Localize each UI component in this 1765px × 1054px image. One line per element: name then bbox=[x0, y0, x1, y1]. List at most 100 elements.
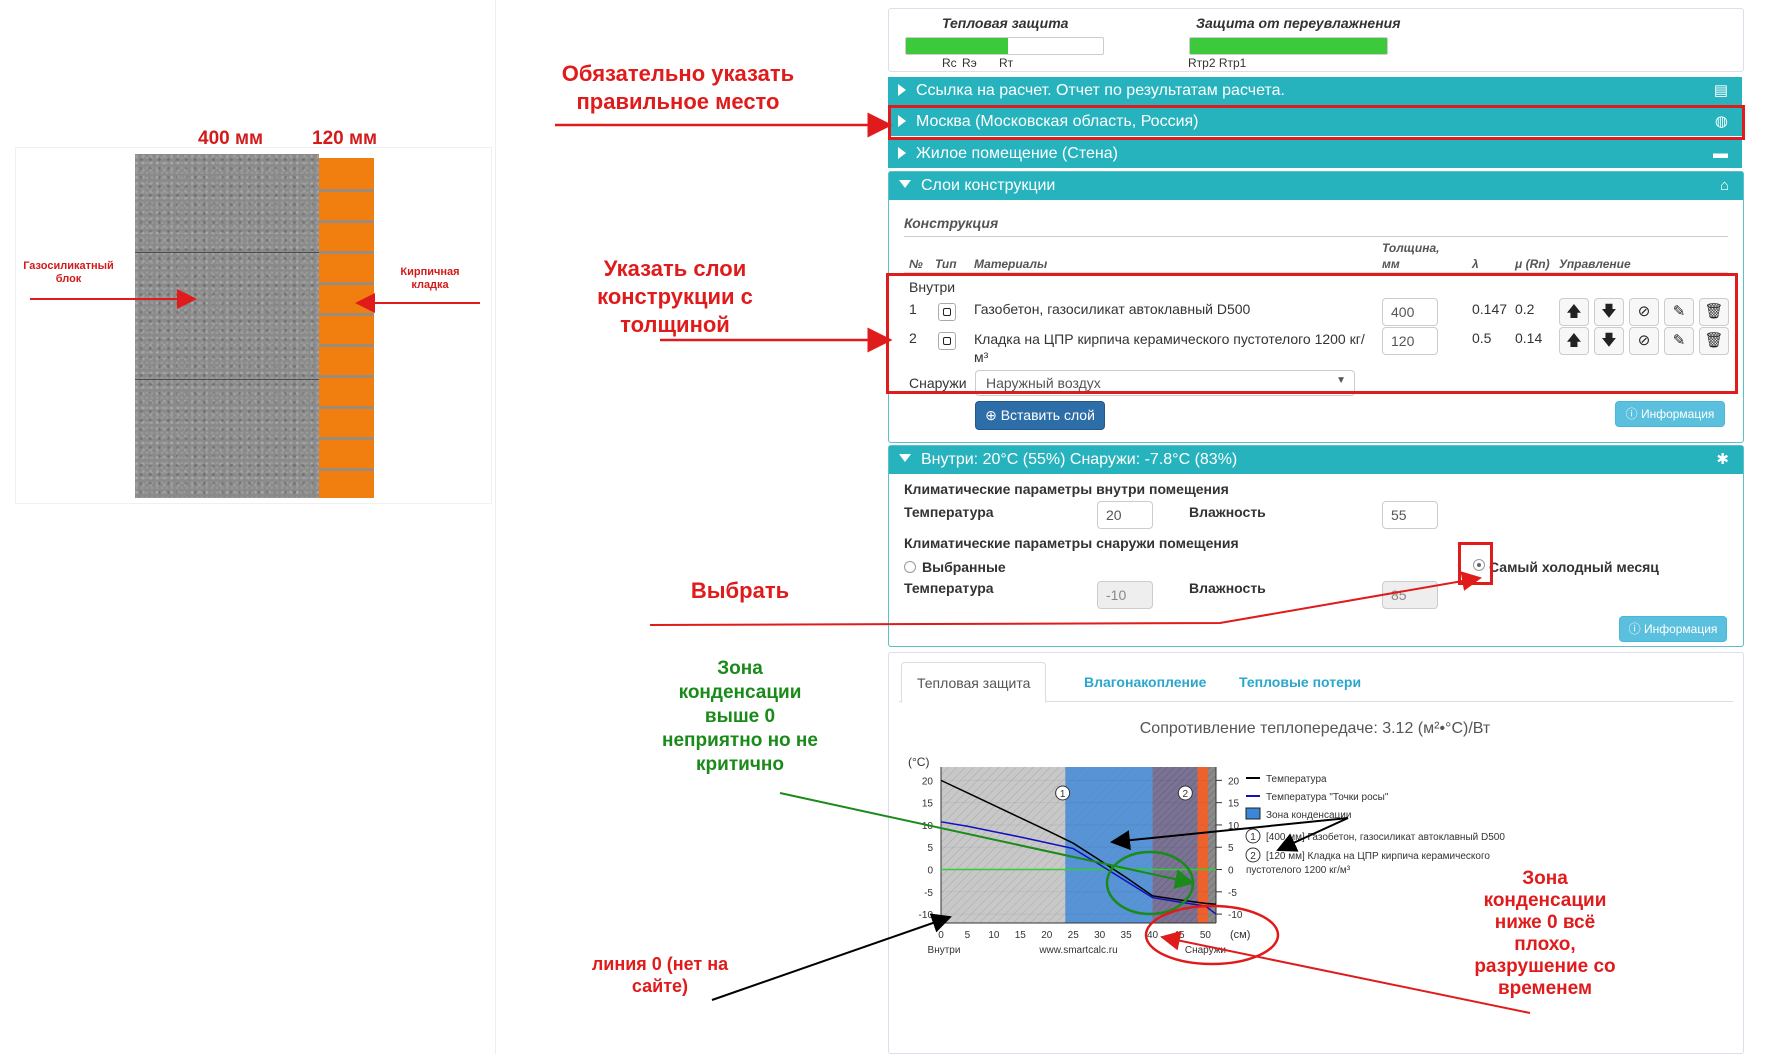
inside-hum-label: Влажность bbox=[1189, 504, 1266, 520]
tabs-rule bbox=[899, 701, 1733, 702]
outside-temp-input[interactable]: -10 bbox=[1097, 581, 1153, 609]
col-no: № bbox=[909, 257, 923, 271]
outside-select-value: Наружный воздух bbox=[986, 375, 1101, 391]
climate-info-button[interactable]: ⓘ Информация bbox=[1619, 616, 1727, 642]
col-type: Тип bbox=[935, 257, 957, 271]
info-button[interactable]: ⓘ Информация bbox=[1615, 401, 1725, 427]
outside-hum-label: Влажность bbox=[1189, 580, 1266, 596]
globe-icon: ◍ bbox=[1714, 113, 1728, 130]
layer-thickness-input[interactable]: 120 bbox=[1382, 327, 1438, 355]
move-up-button[interactable]: 🡅 bbox=[1559, 298, 1589, 326]
room-bar[interactable]: Жилое помещение (Стена) ▬ bbox=[888, 140, 1742, 168]
y-tick-label-right: 10 bbox=[1228, 821, 1240, 832]
delete-button[interactable]: 🗑 bbox=[1699, 327, 1729, 355]
layer-type-toggle[interactable] bbox=[938, 303, 956, 321]
move-down-button[interactable]: 🡇 bbox=[1594, 327, 1624, 355]
inside-hum-input[interactable]: 55 bbox=[1382, 501, 1438, 529]
brick-stripe bbox=[1197, 767, 1209, 923]
block-seam bbox=[135, 252, 319, 253]
insert-layer-button[interactable]: ⊕ Вставить слой bbox=[975, 401, 1105, 430]
inside-label: Внутри bbox=[909, 279, 956, 295]
y-tick-label-right: -10 bbox=[1228, 910, 1243, 921]
annotation-place: Обязательно указать правильное место bbox=[561, 61, 795, 114]
plus-icon: ⊕ bbox=[985, 407, 997, 423]
brick-seam bbox=[319, 189, 374, 192]
y-tick-label: 0 bbox=[927, 866, 933, 877]
layers-bar-label: Слои конструкции bbox=[921, 177, 1056, 194]
arrow-choose bbox=[649, 571, 1482, 626]
climate-panel: Внутри: 20°C (55%) Снаружи: -7.8°C (83%)… bbox=[888, 445, 1744, 647]
layer-material: Кладка на ЦПР кирпича керамического пуст… bbox=[974, 331, 1365, 365]
x-tick-label: 40 bbox=[1147, 930, 1159, 941]
brick-layer bbox=[319, 158, 374, 498]
layer-no: 2 bbox=[909, 330, 917, 346]
tab-heat-loss[interactable]: Тепловые потери bbox=[1239, 674, 1362, 690]
x-tick-label: 30 bbox=[1094, 930, 1106, 941]
col-lambda: λ bbox=[1472, 257, 1479, 271]
edit-button[interactable]: ✎ bbox=[1664, 327, 1694, 355]
delete-button[interactable]: 🗑 bbox=[1699, 298, 1729, 326]
climate-bar[interactable]: Внутри: 20°C (55%) Снаружи: -7.8°C (83%)… bbox=[889, 446, 1743, 474]
layer-type-toggle[interactable] bbox=[938, 332, 956, 350]
inside-temp-input[interactable]: 20 bbox=[1097, 501, 1153, 529]
legend-layer1-num: 1 bbox=[1250, 832, 1256, 843]
illustration-arrows bbox=[30, 289, 480, 313]
annotation-choose: Выбрать bbox=[690, 578, 790, 603]
annotation-zone-below: Зона конденсации ниже 0 всё плохо, разру… bbox=[1474, 868, 1616, 999]
tab-moisture[interactable]: Влагонакопление bbox=[1084, 674, 1207, 690]
arrow-zone-above bbox=[779, 792, 1195, 889]
move-down-button[interactable]: 🡇 bbox=[1594, 298, 1624, 326]
x-tick-label: 20 bbox=[1041, 930, 1053, 941]
move-up-button[interactable]: 🡅 bbox=[1559, 327, 1589, 355]
x-right-label: Снаружи bbox=[1185, 945, 1226, 956]
collapse-icon bbox=[899, 454, 911, 462]
outside-temp-label: Температура bbox=[904, 580, 994, 596]
report-bar[interactable]: Ссылка на расчет. Отчет по результатам р… bbox=[888, 77, 1742, 105]
outside-climate-heading: Климатические параметры снаружи помещени… bbox=[904, 535, 1239, 551]
layer-number: 2 bbox=[1183, 789, 1189, 800]
x-left-label: Внутри bbox=[928, 945, 961, 956]
gauge-tick-rt: Rт bbox=[999, 56, 1014, 70]
legend-layer1-circle bbox=[1245, 828, 1261, 844]
climate-bar-label: Внутри: 20°C (55%) Снаружи: -7.8°C (83%) bbox=[921, 451, 1238, 468]
construction-heading: Конструкция bbox=[904, 215, 999, 231]
y-axis-label: (°С) bbox=[908, 755, 929, 769]
home-icon: ⌂ bbox=[1719, 177, 1729, 194]
x-tick-label: 25 bbox=[1068, 930, 1080, 941]
layer-lambda: 0.147 bbox=[1472, 301, 1508, 317]
layer-thickness-input[interactable]: 400 bbox=[1382, 298, 1438, 326]
brick-seam bbox=[319, 375, 374, 378]
gauge-tick-re: Rэ bbox=[962, 56, 977, 70]
radio-cold-month[interactable] bbox=[1473, 559, 1485, 571]
brick-seam bbox=[319, 220, 374, 223]
layer-material: Газобетон, газосиликат автоклавный D500 bbox=[974, 301, 1251, 317]
check-button[interactable]: ⊘ bbox=[1629, 298, 1659, 326]
col-mu: μ (Rn) bbox=[1515, 257, 1550, 271]
moisture-gauge-fill bbox=[1190, 38, 1387, 54]
snowflake-icon: ✱ bbox=[1716, 451, 1729, 468]
layer-lambda: 0.5 bbox=[1472, 330, 1492, 346]
x-tick-label: 0 bbox=[938, 930, 944, 941]
edit-button[interactable]: ✎ bbox=[1664, 298, 1694, 326]
layer-number-circle bbox=[1055, 785, 1071, 801]
col-materials: Материалы bbox=[974, 257, 1048, 271]
block-seam bbox=[135, 379, 319, 380]
layer-no: 1 bbox=[909, 301, 917, 317]
y-tick-label-right: 5 bbox=[1228, 843, 1234, 854]
location-bar[interactable]: Москва (Московская область, Россия) ◍ bbox=[888, 108, 1742, 136]
tab-thermal[interactable]: Тепловая защита bbox=[901, 662, 1047, 703]
col-thickness: Толщина, мм bbox=[1382, 241, 1440, 271]
heading-rule bbox=[904, 236, 1728, 237]
y-tick-label-right: 20 bbox=[1228, 776, 1240, 787]
check-button[interactable]: ⊘ bbox=[1629, 327, 1659, 355]
layer-number: 1 bbox=[1060, 789, 1066, 800]
room-bar-label: Жилое помещение (Стена) bbox=[916, 145, 1118, 162]
y-tick-label: 20 bbox=[922, 776, 934, 787]
info-icon: ⓘ bbox=[1628, 622, 1641, 636]
annotation-zone-above: Зона конденсации выше 0 неприятно но не … bbox=[662, 658, 818, 775]
outside-hum-input[interactable]: 85 bbox=[1382, 581, 1438, 609]
climate-info-label: Информация bbox=[1643, 622, 1718, 636]
layers-bar[interactable]: Слои конструкции ⌂ bbox=[889, 172, 1743, 200]
radio-selected[interactable] bbox=[904, 561, 916, 573]
